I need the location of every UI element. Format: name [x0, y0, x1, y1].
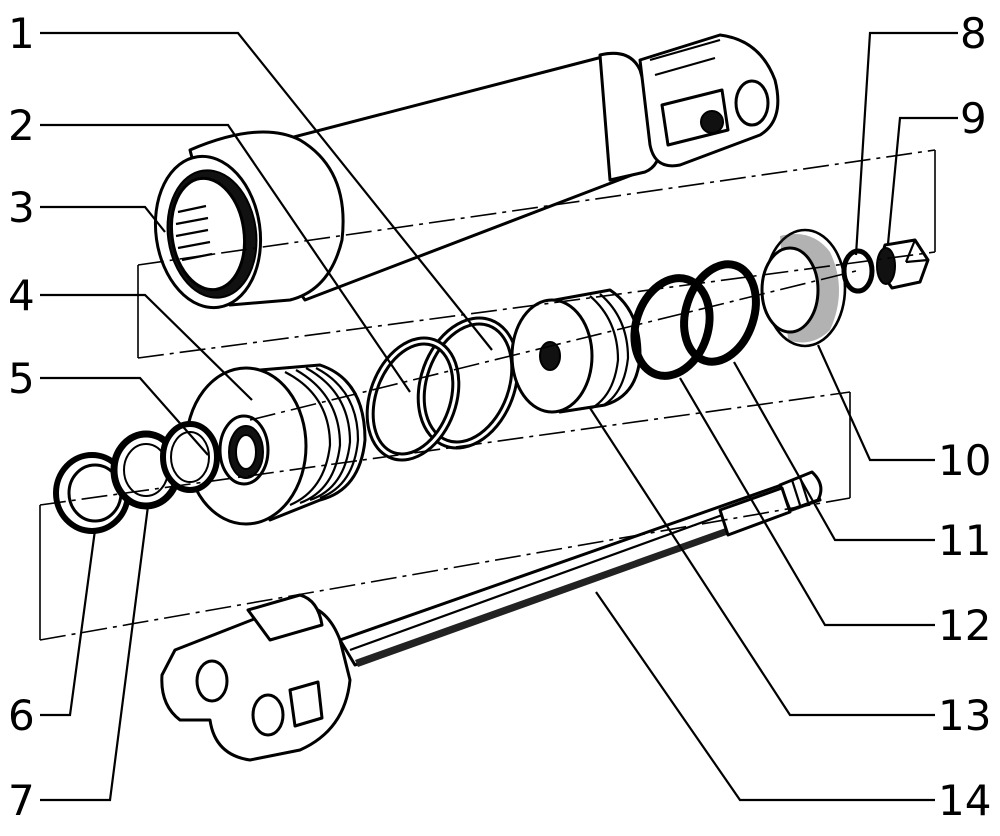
callout-11: 11	[938, 516, 991, 565]
callout-1: 1	[8, 9, 35, 58]
callout-14: 14	[938, 776, 991, 825]
callout-6: 6	[8, 691, 35, 740]
assembly-axis	[39, 149, 936, 641]
callout-10: 10	[938, 436, 991, 485]
leader-lines	[40, 31, 958, 802]
callout-labels: 1 2 3 4 5 6 7 8 9 10 11 12 13 14	[8, 9, 991, 825]
piston-seal-ring-11	[680, 260, 760, 366]
callout-3: 3	[8, 183, 35, 232]
guide-ring	[760, 228, 847, 348]
cylinder-barrel	[153, 33, 780, 310]
callout-12: 12	[938, 601, 991, 650]
piston-rod	[160, 470, 823, 762]
piston-seal-ring-12	[630, 274, 714, 380]
callout-7: 7	[8, 776, 35, 825]
callout-4: 4	[8, 271, 35, 320]
rod-seal-ring	[160, 421, 220, 493]
callout-13: 13	[938, 691, 991, 740]
callout-5: 5	[8, 354, 35, 403]
piston	[510, 288, 642, 414]
nut	[876, 238, 930, 290]
callout-9: 9	[960, 94, 987, 143]
seal-ring-1	[416, 316, 520, 450]
washer	[841, 248, 875, 294]
cylinder-head	[184, 363, 367, 526]
callout-8: 8	[960, 9, 987, 58]
callout-2: 2	[8, 101, 35, 150]
